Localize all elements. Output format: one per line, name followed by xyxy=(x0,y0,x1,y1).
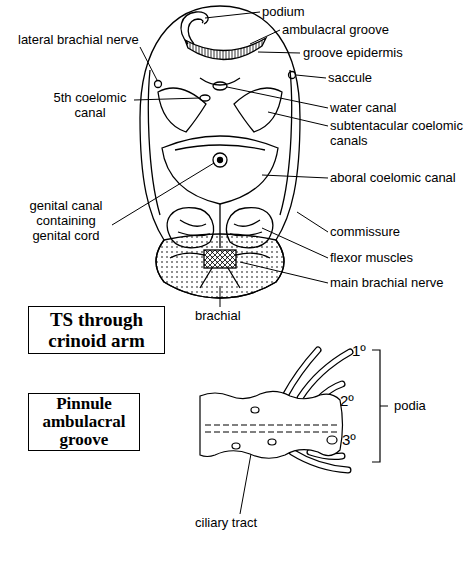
pinnule xyxy=(200,350,388,470)
tertiary-podium xyxy=(268,439,276,445)
subtentacular-canal xyxy=(158,88,206,132)
leader-line xyxy=(262,175,328,178)
part-label: genital canal containing genital cord xyxy=(18,198,114,243)
leader-line xyxy=(134,98,200,100)
leader-line xyxy=(268,112,328,126)
part-label: flexor muscles xyxy=(330,250,413,265)
part-label: ciliary tract xyxy=(195,515,257,530)
leader-line xyxy=(297,212,328,232)
flexor-muscle xyxy=(167,208,213,248)
leader-line xyxy=(140,47,157,80)
nerve-branches xyxy=(170,253,270,288)
podium-tube xyxy=(285,350,318,396)
part-label: main brachial nerve xyxy=(330,275,443,290)
leader-line xyxy=(227,87,328,108)
part-label: commissure xyxy=(330,224,400,239)
tertiary-podium xyxy=(251,407,259,413)
part-label: podia xyxy=(394,398,426,413)
part-label: subtentacular coelomic canals xyxy=(330,118,474,148)
part-label: podium xyxy=(262,4,305,19)
box-title: Pinnule ambulacral groove xyxy=(29,395,139,449)
flexor-muscle xyxy=(226,208,272,248)
arm-outline xyxy=(140,6,300,298)
tertiary-podium xyxy=(327,436,337,444)
podium-tube xyxy=(292,452,348,470)
leader-line xyxy=(112,163,214,225)
leader-line xyxy=(258,52,300,53)
caption-box: TS through crinoid arm xyxy=(28,306,165,354)
aboral-inner xyxy=(175,145,265,150)
pinnule-body xyxy=(200,391,343,458)
part-label: 5th coelomic canal xyxy=(40,90,140,120)
tertiary-podium xyxy=(232,443,240,449)
leader-line xyxy=(296,75,326,78)
saccule-shape xyxy=(289,72,296,79)
part-label: lateral brachial nerve xyxy=(18,32,139,47)
leader-line xyxy=(250,30,280,44)
genital-canal xyxy=(213,153,227,167)
part-label: water canal xyxy=(330,100,396,115)
leader-line xyxy=(205,12,260,18)
podium-tube xyxy=(285,350,318,396)
part-label: ambulacral groove xyxy=(282,22,389,37)
podium-shape xyxy=(181,12,208,44)
arm-section xyxy=(140,6,300,298)
part-label: 3º xyxy=(342,431,356,448)
aboral-canal xyxy=(162,136,278,204)
septum xyxy=(219,204,220,248)
part-label: saccule xyxy=(328,70,372,85)
podium-tube xyxy=(292,452,348,470)
ciliary-tract-line xyxy=(205,425,338,432)
leader-line xyxy=(262,228,328,258)
leader-line xyxy=(240,262,328,283)
part-label: 1º xyxy=(352,342,366,359)
water-canal xyxy=(213,82,227,90)
box-title: TS through crinoid arm xyxy=(29,309,164,351)
part-label: brachial xyxy=(195,308,241,323)
main-nerve xyxy=(204,250,236,268)
podia-bracket xyxy=(372,350,388,462)
caption-box: Pinnule ambulacral groove xyxy=(28,393,140,451)
groove-epidermis xyxy=(185,38,266,60)
part-label: groove epidermis xyxy=(303,45,403,60)
part-label: aboral coelomic canal xyxy=(330,170,456,185)
commissure-line xyxy=(148,70,291,215)
part-label: 2º xyxy=(340,392,354,409)
leader-line xyxy=(220,286,221,307)
subtentacular-canal xyxy=(234,88,282,132)
genital-cord xyxy=(218,158,223,163)
lateral-nerve xyxy=(155,81,162,88)
